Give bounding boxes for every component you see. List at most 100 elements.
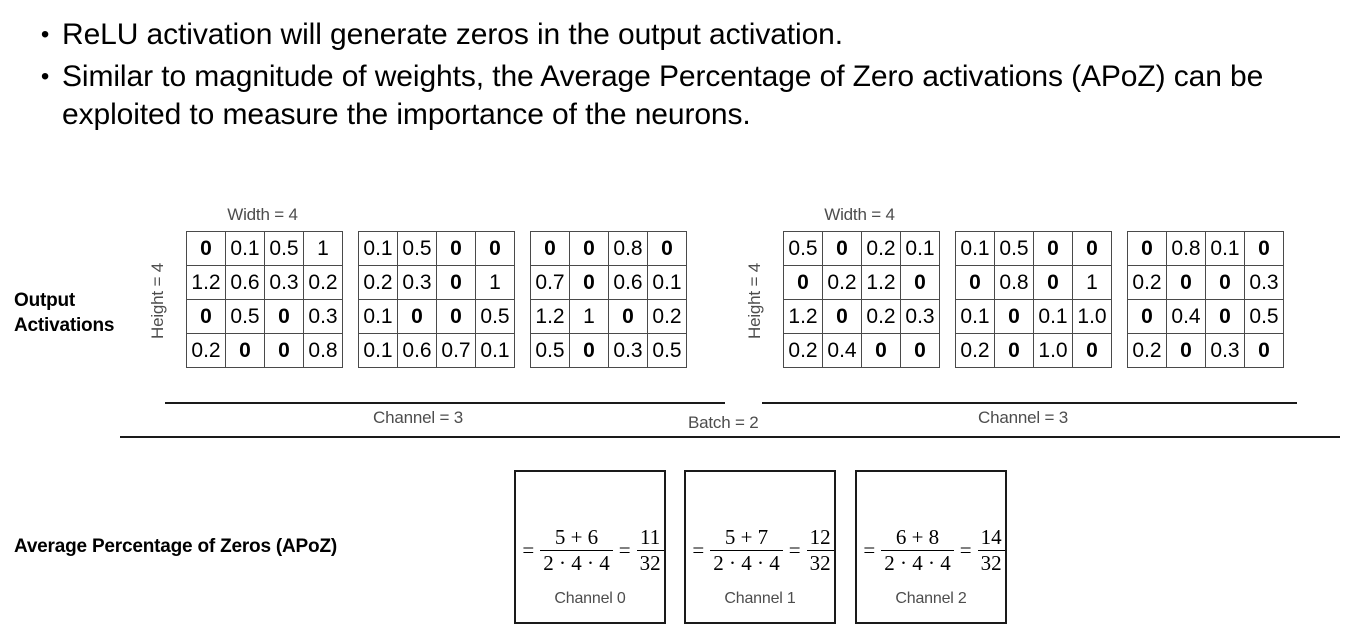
fraction-sum-over-total: 5 + 6 2 · 4 · 4 — [540, 524, 613, 576]
channel-span-line-left — [165, 402, 725, 404]
matrix-cell: 0.2 — [647, 299, 687, 334]
matrix-cell: 0 — [1127, 299, 1167, 334]
bullet-list: • ReLU activation will generate zeros in… — [28, 16, 1338, 137]
matrix-cell: 1.2 — [530, 299, 570, 334]
table-row: 0.1 0.5 0 0 — [955, 231, 1112, 266]
output-activations-label-line2: Activations — [14, 315, 115, 337]
matrix-cell: 0 — [530, 231, 570, 266]
matrix-cell: 0 — [1244, 231, 1284, 266]
fraction-numerator: 5 + 6 — [554, 524, 599, 549]
fraction-numerator: 6 + 8 — [895, 524, 940, 549]
channel-span-line-right — [762, 402, 1297, 404]
matrix-cell: 0.3 — [608, 333, 648, 368]
matrix-cell: 0 — [994, 299, 1034, 334]
matrix-cell: 0.5 — [225, 299, 265, 334]
height-label-left: Height = 4 — [148, 263, 167, 339]
table-row: 0.2 0 0 0.3 — [1127, 265, 1284, 300]
matrix-cell: 0 — [900, 265, 940, 300]
matrix-cell: 0.5 — [397, 231, 437, 266]
matrix-cell: 0.8 — [994, 265, 1034, 300]
table-row: 0 0.4 0 0.5 — [1127, 299, 1284, 334]
matrix-cell: 0 — [436, 265, 476, 300]
table-row: 0.1 0.5 0 0 — [358, 231, 515, 266]
apoz-formula: = 5 + 6 2 · 4 · 4 = 11 32 — [516, 524, 664, 576]
table-row: 0.2 0 0 0.8 — [186, 333, 343, 368]
batch-span-line — [120, 436, 1340, 438]
matrix-cell: 0 — [1072, 333, 1112, 368]
matrix-cell: 0.1 — [358, 231, 398, 266]
fraction-numerator: 11 — [639, 524, 661, 549]
matrix-cell: 0 — [1205, 299, 1245, 334]
output-activations-label-line1: Output — [14, 290, 76, 311]
matrix-cell: 0 — [1244, 333, 1284, 368]
matrix-cell: 0.1 — [955, 299, 995, 334]
output-activations-label: Output Activations — [14, 288, 114, 339]
fraction-denominator: 2 · 4 · 4 — [881, 550, 954, 576]
fraction-sum-over-total: 5 + 7 2 · 4 · 4 — [710, 525, 783, 576]
fraction-numerator: 12 — [809, 524, 831, 549]
matrix-cell: 0.2 — [783, 333, 823, 368]
activation-matrix: 0 0.8 0.1 0 0.2 0 0 0.3 0 0.4 0 0.5 0.2 … — [1127, 231, 1284, 368]
matrix-cell: 0.7 — [436, 333, 476, 368]
matrix-cell: 0.6 — [225, 265, 265, 300]
matrix-cell: 1.0 — [1072, 299, 1112, 334]
matrix-cell: 0.1 — [1205, 231, 1245, 266]
matrix-cell: 0.2 — [822, 265, 862, 300]
matrix-cell: 0.2 — [955, 333, 995, 368]
activation-matrix: 0.1 0.5 0 0 0.2 0.3 0 1 0.1 0 0 0.5 0.1 … — [358, 231, 515, 368]
matrix-cell: 0.5 — [647, 333, 687, 368]
bullet-text: Similar to magnitude of weights, the Ave… — [62, 59, 1264, 131]
table-row: 0.1 0 0 0.5 — [358, 299, 515, 334]
activation-matrix: 0.1 0.5 0 0 0 0.8 0 1 0.1 0 0.1 1.0 0.2 … — [955, 231, 1112, 368]
fraction-sum-over-total: 6 + 8 2 · 4 · 4 — [881, 524, 954, 576]
channel-label-left: Channel = 3 — [373, 408, 463, 427]
matrix-cell: 0.1 — [955, 231, 995, 266]
table-row: 1.2 0.6 0.3 0.2 — [186, 265, 343, 300]
table-row: 0.2 0.4 0 0 — [783, 333, 940, 368]
matrix-cell: 0.5 — [475, 299, 515, 334]
matrix-cell: 0.1 — [475, 333, 515, 368]
matrix-cell: 0.3 — [397, 265, 437, 300]
matrix-cell: 0 — [900, 333, 940, 368]
matrix-cell: 0.5 — [530, 333, 570, 368]
matrix-cell: 0 — [994, 333, 1034, 368]
matrix-cell: 0.6 — [608, 265, 648, 300]
apoz-result-box: = 6 + 8 2 · 4 · 4 = 14 32 Channel 2 — [855, 470, 1007, 624]
table-row: 0 0 0.8 0 — [530, 231, 687, 266]
table-row: 0.5 0 0.3 0.5 — [530, 333, 687, 368]
batch-label: Batch = 2 — [688, 413, 759, 432]
fraction-result: 14 32 — [977, 525, 1005, 576]
matrix-cell: 0.1 — [358, 333, 398, 368]
apoz-formula: = 5 + 7 2 · 4 · 4 = 12 32 — [686, 524, 834, 576]
table-row: 0.7 0 0.6 0.1 — [530, 265, 687, 300]
matrix-cell: 0.5 — [264, 231, 304, 266]
table-row: 0.2 0 1.0 0 — [955, 333, 1112, 368]
table-row: 1.2 1 0 0.2 — [530, 299, 687, 334]
matrix-cell: 0.5 — [994, 231, 1034, 266]
matrix-cell: 0 — [225, 333, 265, 368]
matrix-cell: 0.2 — [1127, 333, 1167, 368]
table-row: 0.2 0.3 0 1 — [358, 265, 515, 300]
matrix-cell: 0.6 — [397, 333, 437, 368]
matrix-cell: 0.1 — [358, 299, 398, 334]
bullet-item: • Similar to magnitude of weights, the A… — [28, 58, 1338, 134]
table-row: 0.1 0.6 0.7 0.1 — [358, 333, 515, 368]
matrix-cell: 0 — [822, 299, 862, 334]
matrix-cell: 0 — [397, 299, 437, 334]
table-row: 0.1 0 0.1 1.0 — [955, 299, 1112, 334]
table-row: 1.2 0 0.2 0.3 — [783, 299, 940, 334]
apoz-formula: = 6 + 8 2 · 4 · 4 = 14 32 — [857, 524, 1005, 576]
matrix-cell: 0 — [1166, 333, 1206, 368]
matrix-cell: 0.2 — [303, 265, 343, 300]
table-row: 0 0.1 0.5 1 — [186, 231, 343, 266]
batch-1-group: Width = 4 Height = 4 0.5 0 0.2 0.1 0 0.2… — [745, 205, 1284, 368]
activation-matrix: 0 0 0.8 0 0.7 0 0.6 0.1 1.2 1 0 0.2 0.5 … — [530, 231, 687, 368]
matrix-cell: 0.3 — [1244, 265, 1284, 300]
equals-sign: = — [788, 538, 801, 563]
width-label-left: Width = 4 — [227, 205, 298, 224]
matrix-cell: 0.2 — [861, 299, 901, 334]
table-row: 0 0.8 0 1 — [955, 265, 1112, 300]
matrix-cell: 0.8 — [608, 231, 648, 266]
matrix-cell: 0.1 — [225, 231, 265, 266]
activation-matrix: 0 0.1 0.5 1 1.2 0.6 0.3 0.2 0 0.5 0 0.3 … — [186, 231, 343, 368]
